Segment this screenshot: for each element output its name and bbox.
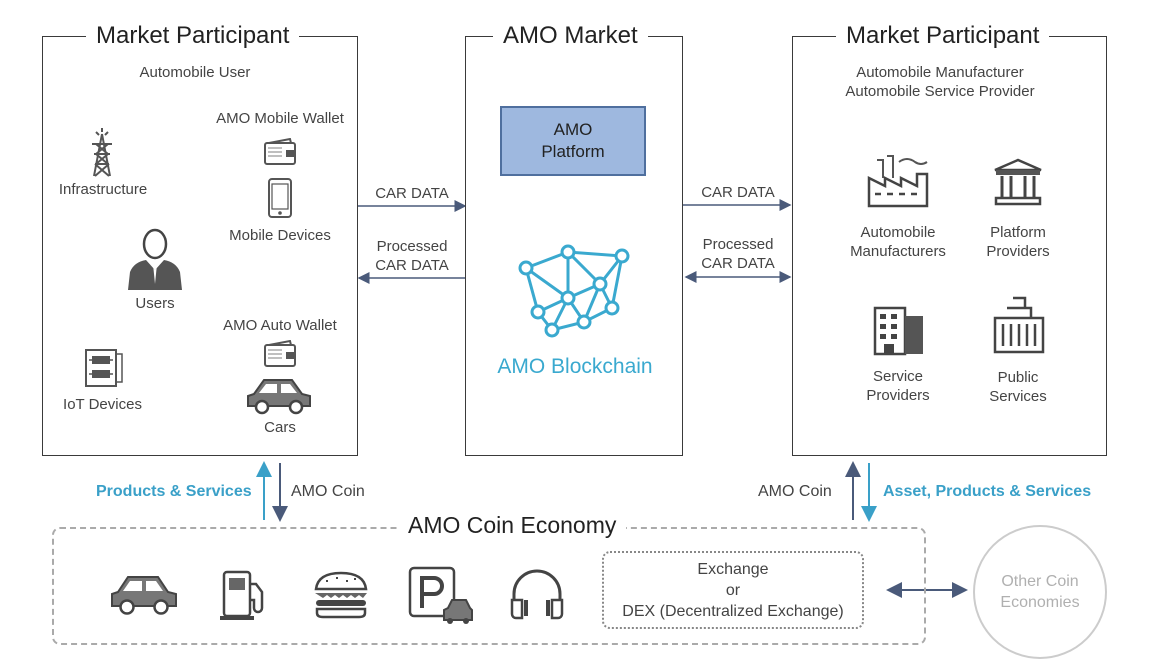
auto-wallet-icon [264, 340, 296, 367]
other-economies-line1: Other Coin [1001, 573, 1079, 590]
right-participant-panel [792, 36, 1107, 456]
mobile-device-icon [268, 178, 292, 218]
products-services-label: Products & Services [96, 483, 252, 500]
car-icon [247, 379, 311, 415]
processed-label-left-2: CAR DATA [375, 257, 449, 274]
left-panel-title: Market Participant [86, 22, 300, 50]
public-building-icon [993, 296, 1045, 354]
amo-platform-line1: AMO [553, 120, 593, 139]
exchange-line2: or [725, 581, 741, 599]
exchange-box: Exchange or DEX (Decentralized Exchange) [602, 551, 864, 629]
manufacturers-label-2: Manufacturers [850, 243, 946, 260]
amo-blockchain-label: AMO Blockchain [497, 355, 653, 378]
auto-wallet-label: AMO Auto Wallet [223, 317, 337, 334]
platform-providers-label-2: Providers [986, 243, 1050, 260]
public-services-label-1: Public [997, 369, 1039, 386]
public-services-label-2: Services [989, 388, 1047, 405]
amo-coin-label-right: AMO Coin [758, 483, 832, 500]
processed-label-right-1: Processed [702, 236, 774, 253]
iot-devices-label: IoT Devices [63, 396, 142, 413]
amo-platform-box: AMO Platform [500, 106, 646, 176]
right-panel-subtitle-2: Automobile Service Provider [845, 83, 1035, 100]
mobile-wallet-label: AMO Mobile Wallet [216, 110, 344, 127]
amo-market-title: AMO Market [493, 22, 648, 50]
economy-car-icon [111, 576, 177, 615]
right-panel-title: Market Participant [836, 22, 1050, 50]
processed-label-right-2: CAR DATA [701, 255, 775, 272]
service-providers-label-2: Providers [866, 387, 930, 404]
parking-icon [408, 566, 473, 624]
amo-coin-label-left: AMO Coin [291, 483, 365, 500]
users-label: Users [135, 295, 175, 312]
exchange-line1: Exchange [697, 560, 769, 578]
asset-products-services-label: Asset, Products & Services [883, 483, 1092, 500]
wallet-icon [264, 138, 296, 165]
iot-device-icon [85, 349, 123, 387]
amo-platform-line2: Platform [541, 142, 605, 161]
car-data-label-right: CAR DATA [701, 184, 775, 201]
institution-icon [994, 158, 1042, 206]
left-panel-subtitle: Automobile User [139, 64, 251, 81]
mobile-devices-label: Mobile Devices [229, 227, 331, 244]
office-building-icon [873, 306, 923, 356]
car-data-label-left: CAR DATA [375, 185, 449, 202]
right-panel-subtitle-1: Automobile Manufacturer [856, 64, 1024, 81]
other-economies-line2: Economies [1000, 594, 1080, 611]
burger-icon [314, 571, 368, 619]
transmission-tower-icon [92, 128, 112, 177]
manufacturers-label-1: Automobile [860, 224, 936, 241]
service-providers-label-1: Service [872, 368, 924, 385]
coin-economy-title: AMO Coin Economy [398, 512, 627, 539]
user-icon [128, 228, 182, 290]
other-coin-economies-circle: Other Coin Economies [973, 525, 1107, 659]
blockchain-network-icon [518, 244, 630, 338]
platform-providers-label-1: Platform [990, 224, 1046, 241]
factory-icon [867, 155, 929, 208]
cars-label: Cars [264, 419, 296, 436]
infrastructure-label: Infrastructure [58, 181, 148, 198]
processed-label-left-1: Processed [376, 238, 448, 255]
headphones-icon [510, 569, 564, 620]
fuel-pump-icon [220, 570, 264, 620]
exchange-line3: DEX (Decentralized Exchange) [622, 602, 844, 620]
